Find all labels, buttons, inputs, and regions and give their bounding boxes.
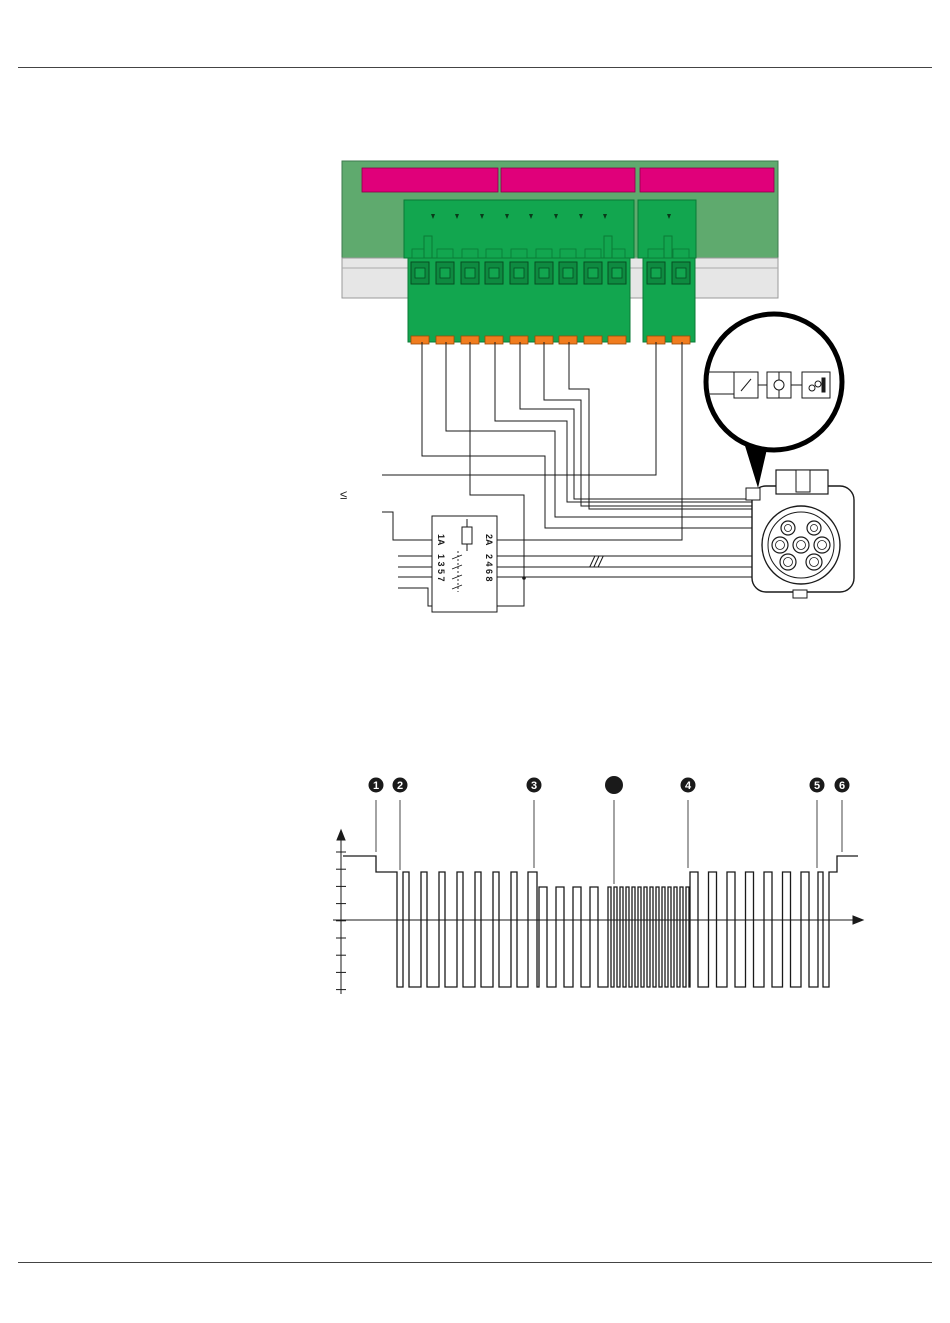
socket-pin — [772, 537, 788, 553]
terminal-lock — [536, 249, 552, 258]
contactor-label-2a: 2A — [484, 534, 494, 546]
socket-pin — [814, 537, 830, 553]
label-bar-middle — [501, 168, 635, 192]
key-icon — [802, 372, 830, 398]
contactor-label-1a: 1A — [436, 534, 446, 546]
le-symbol: ≤ — [340, 487, 347, 502]
screw-slot — [676, 268, 686, 278]
orange-pin — [411, 336, 429, 344]
terminal-lock — [511, 249, 527, 258]
terminal-lock — [648, 249, 664, 258]
screw-slot — [415, 268, 425, 278]
screw-slot — [539, 268, 549, 278]
screw-slot — [514, 268, 524, 278]
socket-pin — [780, 554, 796, 570]
orange-pin — [672, 336, 690, 344]
three-phase-mark: /// — [589, 554, 604, 571]
screw-slot — [465, 268, 475, 278]
screw-slot — [489, 268, 499, 278]
plug-screws — [411, 249, 690, 284]
contactor-pins-right: 2 4 6 8 — [484, 554, 494, 582]
socket-pin — [806, 554, 822, 570]
charging-socket — [746, 470, 854, 598]
orange-pin — [510, 336, 528, 344]
terminal-lock — [437, 249, 453, 258]
orange-pin — [584, 336, 602, 344]
contactor: 1A 2A 1 3 5 7 2 4 6 8 — [432, 516, 497, 612]
magnifier-callout — [706, 314, 842, 488]
socket-pin — [793, 537, 809, 553]
label-bar-left — [362, 168, 498, 192]
socket-pin — [781, 521, 795, 535]
terminal-lock — [486, 249, 502, 258]
screw-slot — [563, 268, 573, 278]
terminal-lock — [560, 249, 576, 258]
orange-pin — [608, 336, 626, 344]
orange-pin — [436, 336, 454, 344]
screw-slot — [651, 268, 661, 278]
contactor-pins-left: 1 3 5 7 — [436, 554, 446, 582]
terminal-lock — [585, 249, 601, 258]
orange-pin — [485, 336, 503, 344]
screw-slot — [440, 268, 450, 278]
terminal-lock — [462, 249, 478, 258]
orange-pin — [559, 336, 577, 344]
plug-pins — [411, 336, 690, 344]
screw-slot — [588, 268, 598, 278]
screw-slot — [612, 268, 622, 278]
contactor-coil — [462, 527, 472, 544]
terminal-lock — [673, 249, 689, 258]
socket-pin — [807, 521, 821, 535]
label-bar-right — [640, 168, 774, 192]
